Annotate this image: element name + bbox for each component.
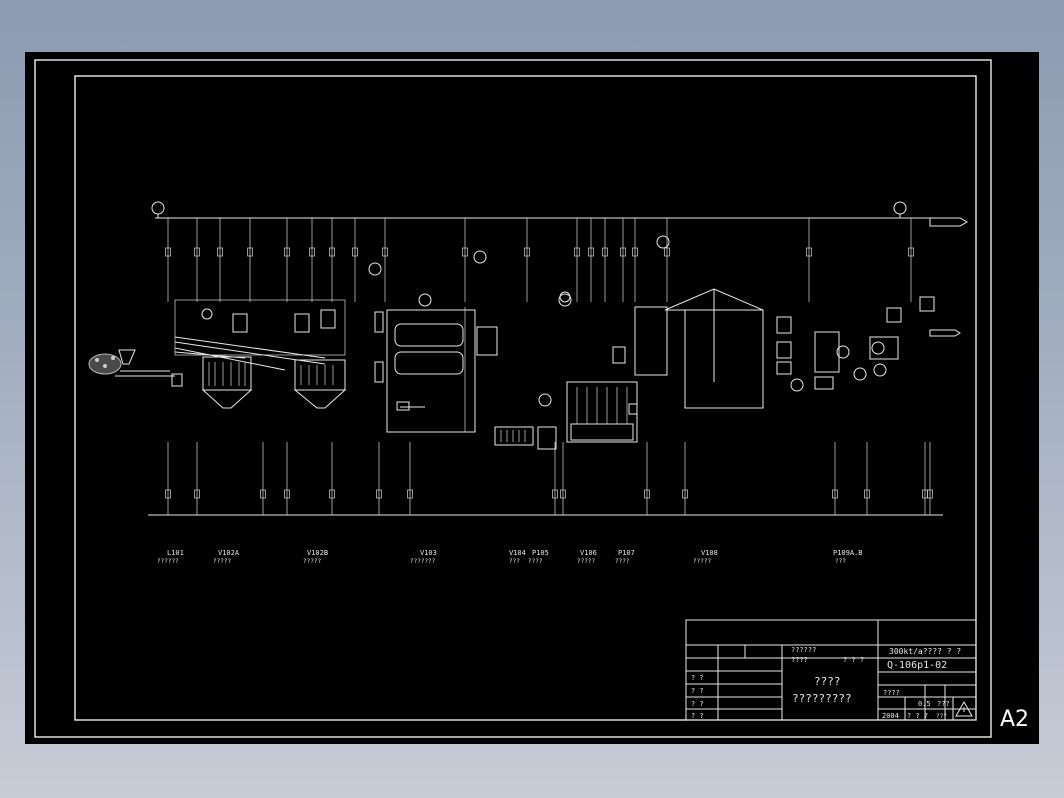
date-marks: ? ? ? bbox=[907, 712, 928, 720]
sign-row-1: ? ? bbox=[691, 674, 704, 682]
drawing-number: Q-106p1-02 bbox=[887, 660, 947, 671]
valve-symbol bbox=[927, 489, 933, 499]
eq-name-v102a: ????? bbox=[213, 558, 231, 565]
valve-symbol bbox=[284, 247, 290, 257]
pipe-drops bbox=[165, 218, 933, 515]
valve-symbol bbox=[864, 489, 870, 499]
valve-symbol bbox=[165, 247, 171, 257]
warning-triangle-icon bbox=[955, 700, 973, 717]
valve-symbol bbox=[552, 489, 558, 499]
eq-tag-v104: V104 bbox=[509, 549, 526, 557]
date-extra: ??? bbox=[936, 713, 947, 720]
valve-symbol bbox=[329, 247, 335, 257]
eq-tag-v102a: V102A bbox=[218, 549, 240, 557]
valve-symbol bbox=[644, 489, 650, 499]
header-cell-1: ?????? bbox=[791, 646, 816, 654]
valve-symbol bbox=[832, 489, 838, 499]
title-block: 300kt/a???? ? ? Q-106p1-02 ?????? ???? ?… bbox=[685, 619, 977, 721]
valve-symbol bbox=[908, 247, 914, 257]
eq-tag-p105: P105 bbox=[532, 549, 549, 557]
feed-hopper bbox=[88, 349, 183, 387]
eq-name-p105: ???? bbox=[528, 558, 543, 565]
valve-symbol bbox=[352, 247, 358, 257]
eq-tag-v102b: V102B bbox=[307, 549, 328, 557]
scale-label: ???? bbox=[883, 689, 900, 697]
valve-symbol bbox=[806, 247, 812, 257]
valve-symbol bbox=[407, 489, 413, 499]
scale-extra: ??? bbox=[937, 700, 950, 708]
valve-symbol bbox=[194, 247, 200, 257]
eq-name-v108: ????? bbox=[693, 558, 711, 565]
vessel-box-left bbox=[174, 299, 346, 356]
valve-symbol bbox=[588, 247, 594, 257]
date-value: 2004 bbox=[882, 712, 899, 720]
tank-v102b bbox=[293, 309, 347, 409]
instrument-circles bbox=[201, 262, 571, 320]
outer-frame bbox=[34, 59, 992, 738]
valve-symbol bbox=[260, 489, 266, 499]
header-cell-2: ???? bbox=[791, 656, 808, 664]
tank-v106 bbox=[566, 346, 638, 443]
valve-symbol bbox=[165, 489, 171, 499]
sign-row-2: ? ? bbox=[691, 687, 704, 695]
top-circle-left bbox=[151, 201, 165, 218]
header-cell-3: ? ? ? bbox=[843, 656, 864, 664]
tank-v108 bbox=[634, 235, 804, 409]
sheet-size-label: A2 bbox=[1000, 707, 1029, 732]
valve-symbol bbox=[632, 247, 638, 257]
drawing-title-line2: ????????? bbox=[792, 692, 852, 705]
eq-name-p109: ??? bbox=[835, 558, 846, 565]
cad-drawing: L101 ?????? V102A ????? V102B ????? V103… bbox=[34, 59, 1029, 738]
tank-v104 bbox=[494, 293, 572, 450]
exchanger-v103 bbox=[374, 250, 498, 433]
valve-symbol bbox=[664, 247, 670, 257]
valve-symbol bbox=[376, 489, 382, 499]
valve-symbol bbox=[682, 489, 688, 499]
inner-frame bbox=[74, 75, 977, 721]
valve-symbol bbox=[329, 489, 335, 499]
valve-symbol bbox=[382, 247, 388, 257]
top-circle-right bbox=[893, 201, 907, 218]
valve-symbol bbox=[602, 247, 608, 257]
sign-row-4: ? ? bbox=[691, 712, 704, 720]
valve-symbol bbox=[194, 489, 200, 499]
valve-symbol bbox=[574, 247, 580, 257]
eq-name-p107: ???? bbox=[615, 558, 630, 565]
eq-tag-p107: P107 bbox=[618, 549, 635, 557]
project-title: 300kt/a???? ? ? bbox=[889, 647, 961, 656]
valve-symbol bbox=[247, 247, 253, 257]
sign-row-3: ? ? bbox=[691, 700, 704, 708]
eq-tag-l101: L101 bbox=[167, 549, 184, 557]
eq-tag-v108: V108 bbox=[701, 549, 718, 557]
pumps-p109 bbox=[814, 296, 961, 390]
eq-tag-v106: V106 bbox=[580, 549, 597, 557]
valve-symbol bbox=[620, 247, 626, 257]
eq-name-v106: ????? bbox=[577, 558, 595, 565]
valve-symbol bbox=[560, 489, 566, 499]
eq-name-l101: ?????? bbox=[157, 558, 179, 565]
tank-v102a bbox=[201, 313, 253, 409]
outlet-arrow bbox=[929, 217, 969, 227]
drawing-title-line1: ???? bbox=[814, 675, 841, 688]
eq-name-v103: ??????? bbox=[410, 558, 436, 565]
eq-name-v102b: ????? bbox=[303, 558, 321, 565]
drawing-sheet: L101 ?????? V102A ????? V102B ????? V103… bbox=[25, 52, 1039, 744]
valve-symbol bbox=[284, 489, 290, 499]
conveyor-lines bbox=[174, 336, 326, 371]
equipment-label-row: L101 ?????? V102A ????? V102B ????? V103… bbox=[157, 549, 863, 565]
eq-tag-v103: V103 bbox=[420, 549, 437, 557]
valve-symbol bbox=[462, 247, 468, 257]
scale-value: 0.5 bbox=[918, 700, 931, 708]
valve-symbol bbox=[524, 247, 530, 257]
eq-tag-p109: P109A.B bbox=[833, 549, 863, 557]
valve-symbol bbox=[309, 247, 315, 257]
valve-symbol bbox=[217, 247, 223, 257]
eq-name-v104: ??? bbox=[509, 558, 520, 565]
